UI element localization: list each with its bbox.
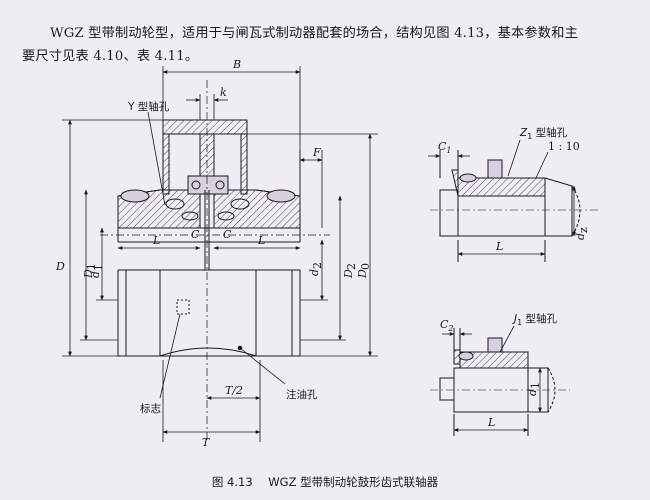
label-taper: 1 : 10 <box>548 140 580 153</box>
z1-bore-labels: C1 Z1 型轴孔 1 : 10 L d z <box>438 126 590 253</box>
label-L-left: L <box>152 234 160 247</box>
label-C-left: C <box>191 228 200 241</box>
lower-body <box>117 269 301 357</box>
label-T-half: T/2 <box>225 384 243 397</box>
intro-line-1: WGZ 型带制动轮型，适用于与闸瓦式制动器配套的场合，结构见图 4.13，基本参… <box>50 26 578 41</box>
label-k: k <box>220 86 227 99</box>
label-d1-j: d 1 <box>526 382 542 396</box>
main-view-labels: B k Y 型轴孔 F D D 1 d 1 L C C L d 2 D 2 <box>55 58 372 449</box>
label-j1-bore: J1 型轴孔 <box>512 312 558 327</box>
j1-bore-labels: C2 J1 型轴孔 L d 1 <box>440 312 558 429</box>
label-y-bore: Y 型轴孔 <box>127 100 170 113</box>
label-C1: C1 <box>438 140 452 155</box>
svg-text:z: z <box>577 227 590 233</box>
label-T: T <box>202 436 211 449</box>
svg-text:1: 1 <box>92 264 105 271</box>
svg-text:D: D <box>342 269 355 279</box>
j1-bore-detail <box>430 325 570 436</box>
caption-text: WGZ 型带制动轮鼓形齿式联轴器 <box>268 475 439 489</box>
figure-caption: 图 4.13 WGZ 型带制动轮鼓形齿式联轴器 <box>0 474 650 490</box>
flange-bolts <box>120 175 296 221</box>
svg-text:d: d <box>574 233 587 240</box>
svg-text:2: 2 <box>345 263 358 270</box>
caption-number: 图 4.13 <box>211 475 253 489</box>
intro-paragraph: WGZ 型带制动轮型，适用于与闸瓦式制动器配套的场合，结构见图 4.13，基本参… <box>22 22 632 68</box>
label-oil-hole: 注油孔 <box>286 388 318 401</box>
dimension-lines <box>62 66 378 442</box>
label-marker: 标志 <box>140 402 161 415</box>
svg-text:2: 2 <box>311 262 324 269</box>
svg-text:1: 1 <box>85 263 98 270</box>
center-lines <box>100 80 330 440</box>
label-C-right: C <box>223 228 232 241</box>
label-F: F <box>312 146 321 159</box>
label-d1: d 1 <box>89 264 105 278</box>
main-view <box>62 66 378 442</box>
label-D1: D 1 <box>82 263 98 279</box>
svg-text:d: d <box>89 271 102 278</box>
label-B: B <box>232 58 241 71</box>
label-z1-bore: Z1 型轴孔 <box>519 126 568 141</box>
label-D0: D 0 <box>356 263 372 279</box>
svg-text:d: d <box>308 269 321 276</box>
intro-line-2: 要尺寸见表 4.10、表 4.11。 <box>22 49 199 64</box>
label-D2: D 2 <box>342 263 358 279</box>
svg-text:D: D <box>82 269 95 279</box>
label-L-j: L <box>487 416 495 429</box>
label-L-z: L <box>495 240 503 253</box>
label-d2: d 2 <box>308 262 324 276</box>
svg-text:1: 1 <box>529 382 542 389</box>
label-C2: C2 <box>440 318 454 333</box>
label-L-right: L <box>257 234 265 247</box>
svg-text:d: d <box>526 389 539 396</box>
shaft-section <box>118 190 300 270</box>
label-D: D <box>55 260 65 273</box>
z1-bore-detail <box>428 139 600 262</box>
svg-text:0: 0 <box>359 263 372 270</box>
label-dz: d z <box>574 227 590 240</box>
svg-text:D: D <box>356 269 369 279</box>
